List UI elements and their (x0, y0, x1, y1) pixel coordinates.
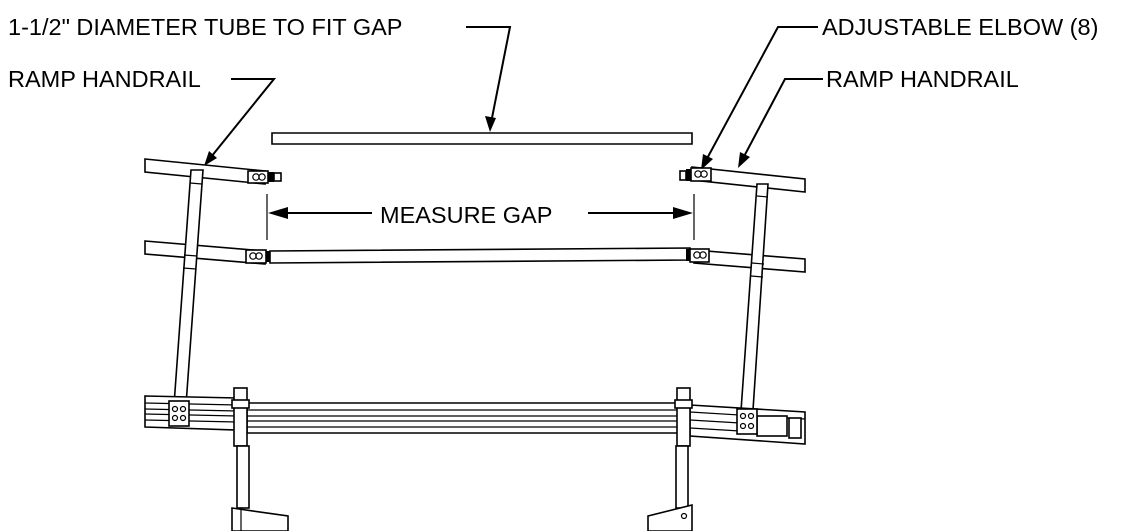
replacement-tube (271, 132, 693, 145)
right-lower-elbow (686, 248, 710, 263)
left-upper-elbow (247, 170, 282, 184)
right-support-leg (647, 387, 693, 531)
elbow-leader-line (701, 26, 818, 170)
left-lower-elbow (245, 249, 270, 264)
right-upper-elbow (679, 167, 712, 182)
left-handrail-leader-line (204, 78, 277, 166)
tube-leader-line (466, 26, 512, 132)
left-handrail-callout-label: RAMP HANDRAIL (8, 66, 201, 92)
left-post-bracket (168, 400, 190, 427)
tube-callout-label: 1-1/2" DIAMETER TUBE TO FIT GAP (8, 14, 402, 40)
left-support-leg (231, 387, 289, 531)
right-ramp-handrail (691, 166, 806, 426)
installed-gap-tube (269, 247, 691, 264)
measure-gap-dimension (266, 194, 695, 240)
right-handrail-leader-line (738, 78, 823, 168)
left-ramp-handrail (144, 158, 266, 406)
right-post-bracket (736, 408, 758, 435)
measure-gap-label: MEASURE GAP (380, 202, 552, 228)
right-handrail-callout-label: RAMP HANDRAIL (826, 66, 1019, 92)
elbow-callout-label: ADJUSTABLE ELBOW (8) (822, 14, 1098, 40)
